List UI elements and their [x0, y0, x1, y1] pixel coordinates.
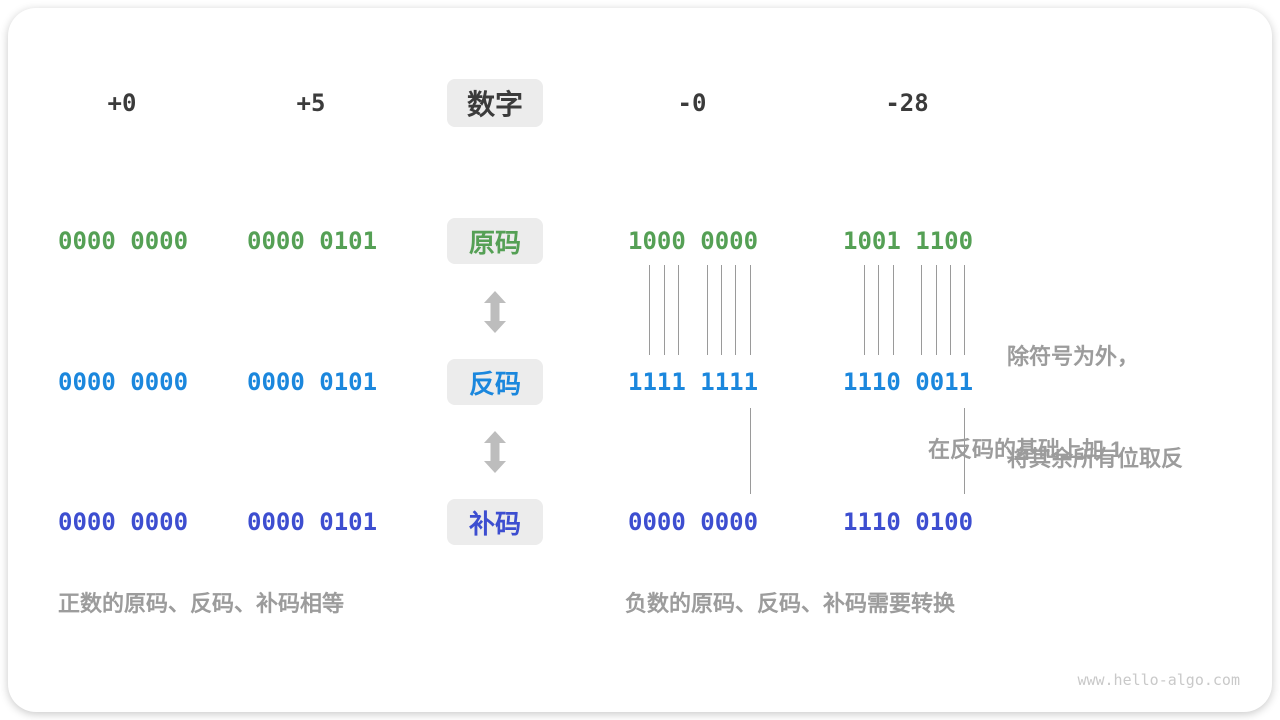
ones-complement-minus28: 1110 0011	[843, 368, 974, 396]
bit-connector-line	[721, 265, 722, 355]
invert-annotation: 除符号为外， 将其余所有位取反	[1007, 272, 1183, 544]
add-one-annotation: 在反码的基础上加 1	[928, 437, 1123, 462]
bit-connector-line	[750, 408, 751, 494]
negative-caption: 负数的原码、反码、补码需要转换	[625, 591, 956, 616]
updown-arrow-icon	[484, 291, 506, 333]
watermark: www.hello-algo.com	[1077, 671, 1240, 689]
ones-complement-minus0: 1111 1111	[628, 368, 759, 396]
twos-complement-plus0: 0000 0000	[58, 508, 189, 536]
bit-connector-line	[921, 265, 922, 355]
sign-magnitude-tag: 原码	[447, 218, 543, 264]
bit-connector-line	[649, 265, 650, 355]
ones-complement-plus5: 0000 0101	[247, 368, 378, 396]
twos-complement-minus28: 1110 0100	[843, 508, 974, 536]
positive-caption: 正数的原码、反码、补码相等	[58, 591, 345, 616]
invert-annotation-line2: 将其余所有位取反	[1007, 446, 1184, 471]
bit-connector-line	[878, 265, 879, 355]
sign-magnitude-minus28: 1001 1100	[843, 227, 974, 255]
number-label-plus5: +5	[296, 89, 326, 117]
bit-connector-line	[964, 265, 965, 355]
number-label-minus0: -0	[677, 89, 707, 117]
invert-annotation-line1: 除符号为外，	[1007, 344, 1140, 369]
sign-magnitude-plus0: 0000 0000	[58, 227, 189, 255]
digit-tag: 数字	[447, 79, 543, 127]
bit-connector-line	[936, 265, 937, 355]
bit-connector-line	[893, 265, 894, 355]
sign-magnitude-plus5: 0000 0101	[247, 227, 378, 255]
twos-complement-plus5: 0000 0101	[247, 508, 378, 536]
bit-connector-line	[964, 408, 965, 494]
number-label-minus28: -28	[885, 89, 929, 117]
bit-connector-line	[950, 265, 951, 355]
twos-complement-minus0: 0000 0000	[628, 508, 759, 536]
bit-connector-line	[664, 265, 665, 355]
number-label-plus0: +0	[107, 89, 137, 117]
diagram-card: +0 +5 -0 -28 数字 原码 反码 补码 0000 0000 0000 …	[8, 8, 1272, 712]
sign-magnitude-minus0: 1000 0000	[628, 227, 759, 255]
bit-connector-line	[750, 265, 751, 355]
bit-connector-line	[678, 265, 679, 355]
bit-connector-line	[707, 265, 708, 355]
twos-complement-tag: 补码	[447, 499, 543, 545]
ones-complement-tag: 反码	[447, 359, 543, 405]
bit-connector-line	[864, 265, 865, 355]
bit-connector-line	[735, 265, 736, 355]
updown-arrow-icon	[484, 431, 506, 473]
ones-complement-plus0: 0000 0000	[58, 368, 189, 396]
